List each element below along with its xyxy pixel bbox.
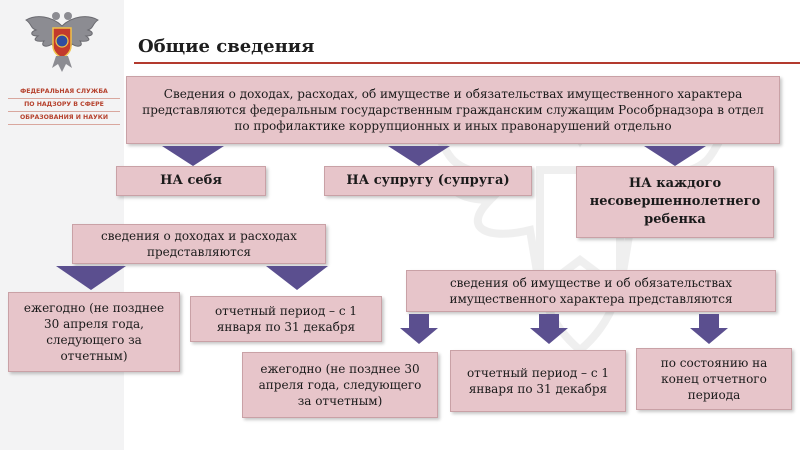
income-deadline-box: ежегодно (не позднее 30 апреля года, сле… (8, 292, 180, 372)
property-deadline-text: ежегодно (не позднее 30 апреля года, сле… (258, 362, 422, 408)
income-period-text: отчетный период – с 1 января по 31 декаб… (214, 304, 358, 334)
arrow-down-icon (266, 266, 328, 290)
income-deadline-text: ежегодно (не позднее 30 апреля года, сле… (23, 301, 165, 363)
target-spouse-box: НА супругу (супруга) (324, 166, 532, 196)
arrow-down-icon (644, 146, 706, 166)
target-self-box: НА себя (116, 166, 266, 196)
arrow-down-icon (162, 146, 224, 166)
income-box: сведения о доходах и расходах представля… (72, 224, 326, 264)
target-child-box: НА каждого несовершеннолетнего ребенка (576, 166, 774, 238)
target-child-label: НА каждого несовершеннолетнего ребенка (589, 176, 761, 227)
income-period-box: отчетный период – с 1 января по 31 декаб… (190, 296, 382, 342)
target-spouse-label: НА супругу (супруга) (346, 173, 510, 188)
arrow-down-icon (56, 266, 126, 290)
property-period-text: отчетный период – с 1 января по 31 декаб… (466, 366, 610, 396)
eagle-emblem-icon (25, 12, 99, 72)
page-title: Общие сведения (138, 36, 315, 57)
property-deadline-box: ежегодно (не позднее 30 апреля года, сле… (242, 352, 438, 418)
info-main-text: Сведения о доходах, расходах, об имущест… (142, 87, 764, 133)
income-text: сведения о доходах и расходах представля… (101, 229, 297, 259)
org-name-line: ФЕДЕРАЛЬНАЯ СЛУЖБА (8, 86, 120, 99)
property-text: сведения об имуществе и об обязательства… (449, 276, 733, 306)
arrow-down-icon (388, 146, 450, 166)
info-main-box: Сведения о доходах, расходах, об имущест… (126, 76, 780, 144)
property-box: сведения об имуществе и об обязательства… (406, 270, 776, 312)
arrow-down-icon (530, 314, 568, 344)
property-period-box: отчетный период – с 1 января по 31 декаб… (450, 350, 626, 412)
org-name-line: ПО НАДЗОРУ В СФЕРЕ (8, 99, 120, 112)
property-state-box: по состоянию на конец отчетного периода (636, 348, 792, 410)
arrow-down-icon (400, 314, 438, 344)
arrow-down-icon (690, 314, 728, 344)
target-self-label: НА себя (160, 173, 222, 188)
org-name-line: ОБРАЗОВАНИЯ И НАУКИ (8, 112, 120, 125)
property-state-text: по состоянию на конец отчетного периода (660, 356, 768, 402)
title-underline (134, 62, 800, 64)
org-name: ФЕДЕРАЛЬНАЯ СЛУЖБА ПО НАДЗОРУ В СФЕРЕ ОБ… (8, 86, 120, 125)
